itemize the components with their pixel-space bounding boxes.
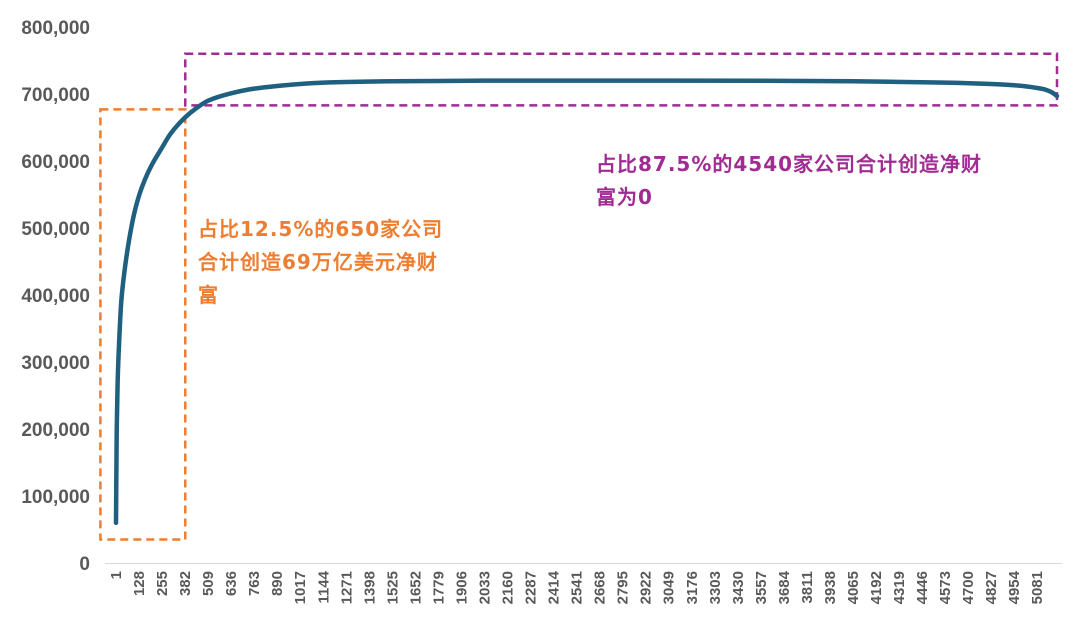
x-tick-label: 128 bbox=[131, 571, 148, 596]
x-tick-label: 1398 bbox=[361, 571, 378, 604]
x-tick-label: 2160 bbox=[500, 571, 517, 604]
y-tick-label: 400,000 bbox=[21, 286, 90, 307]
x-tick-label: 2922 bbox=[638, 571, 655, 604]
y-tick-label: 600,000 bbox=[21, 152, 90, 173]
x-tick-label: 4319 bbox=[891, 571, 908, 604]
x-tick-label: 509 bbox=[200, 571, 217, 596]
x-tick-label: 890 bbox=[269, 571, 286, 596]
x-tick-label: 3176 bbox=[684, 571, 701, 604]
x-tick-label: 382 bbox=[177, 571, 194, 596]
x-tick-label: 1144 bbox=[315, 570, 332, 603]
x-tick-label: 4954 bbox=[1006, 570, 1023, 604]
y-tick-label: 700,000 bbox=[21, 85, 90, 106]
x-tick-label: 4573 bbox=[937, 571, 954, 604]
x-tick-label: 1271 bbox=[338, 571, 355, 604]
x-tick-label: 1652 bbox=[407, 571, 424, 604]
y-axis-ticks: 0 100,000 200,000 300,000 400,000 500,000 600,… bbox=[21, 18, 90, 575]
x-tick-label: 255 bbox=[154, 571, 171, 596]
x-tick-label: 4192 bbox=[868, 571, 885, 604]
x-tick-label: 3430 bbox=[730, 571, 747, 604]
annotation-remaining-companies: 占比87.5%的4540家公司合计创造净财富为0 bbox=[596, 152, 983, 209]
series-line bbox=[113, 78, 1060, 526]
x-tick-label: 1 bbox=[108, 571, 125, 579]
x-tick-label: 1779 bbox=[430, 571, 447, 604]
x-tick-label: 3049 bbox=[661, 571, 678, 604]
y-tick-label: 800,000 bbox=[21, 18, 90, 39]
y-tick-label: 300,000 bbox=[21, 353, 90, 374]
x-tick-label: 1525 bbox=[384, 571, 401, 604]
annotation-box-top-companies bbox=[99, 108, 187, 541]
x-tick-label: 2414 bbox=[546, 570, 563, 604]
x-tick-label: 3684 bbox=[776, 570, 793, 604]
x-tick-label: 4700 bbox=[960, 571, 977, 604]
x-tick-label: 4827 bbox=[983, 571, 1000, 604]
x-tick-label: 4065 bbox=[845, 571, 862, 604]
x-tick-label: 5081 bbox=[1029, 571, 1046, 604]
x-tick-label: 2668 bbox=[592, 571, 609, 604]
x-axis-ticks: 1 128 255 382 509 636 763 890 1017 1144 1271 1398 15… bbox=[108, 570, 1046, 604]
x-tick-label: 3811 bbox=[799, 571, 816, 604]
x-tick-label: 2795 bbox=[615, 571, 632, 604]
x-tick-label: 3557 bbox=[753, 571, 770, 604]
y-tick-label: 0 bbox=[79, 554, 90, 575]
y-tick-label: 200,000 bbox=[21, 420, 90, 441]
annotation-boxes bbox=[99, 52, 1059, 541]
x-tick-label: 2287 bbox=[523, 571, 540, 604]
annotation-box-remaining-companies bbox=[184, 52, 1059, 107]
x-tick-label: 763 bbox=[246, 571, 263, 596]
x-tick-label: 636 bbox=[223, 571, 240, 596]
x-tick-label: 3938 bbox=[822, 571, 839, 604]
x-tick-label: 3303 bbox=[707, 571, 724, 604]
x-tick-label: 1017 bbox=[292, 571, 309, 604]
x-tick-label: 1906 bbox=[453, 571, 470, 604]
y-tick-label: 100,000 bbox=[21, 487, 90, 508]
x-tick-label: 4446 bbox=[914, 571, 931, 604]
y-tick-label: 500,000 bbox=[21, 219, 90, 240]
x-tick-label: 2033 bbox=[476, 571, 493, 604]
x-tick-label: 2541 bbox=[569, 571, 586, 604]
annotation-top-companies: 占比12.5%的650家公司合计创造69万亿美元净财富 bbox=[198, 217, 444, 307]
